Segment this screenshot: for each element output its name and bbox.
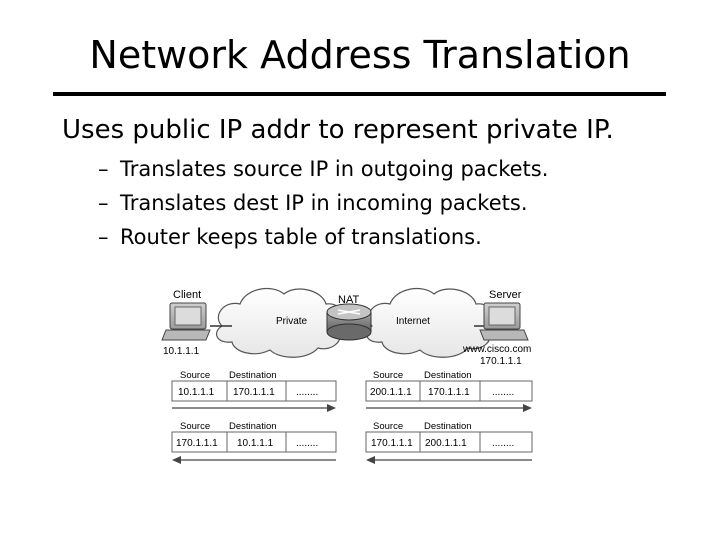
packet-destination-value: 170.1.1.1	[428, 387, 470, 398]
packet-destination-value: 170.1.1.1	[233, 387, 275, 398]
nat-router-icon	[326, 303, 372, 341]
packet-source-value: 170.1.1.1	[176, 438, 218, 449]
main-bullet: Uses public IP addr to represent private…	[62, 115, 614, 145]
sub-bullet-list: –Translates source IP in outgoing packet…	[98, 152, 548, 254]
sub-bullet-text: Translates source IP in outgoing packets…	[120, 157, 549, 181]
packet-in-public: Source Destination 170.1.1.1 200.1.1.1 .…	[365, 421, 533, 464]
packet-header-source: Source	[373, 421, 403, 432]
packet-destination-value: 10.1.1.1	[237, 438, 274, 449]
packet-header-destination: Destination	[229, 421, 277, 432]
title-divider	[53, 92, 666, 96]
arrow-right-icon	[327, 404, 336, 412]
packet-source-value: 170.1.1.1	[371, 438, 413, 449]
server-computer-icon	[479, 302, 529, 341]
server-host-label: www.cisco.com	[462, 344, 531, 355]
client-computer-icon	[161, 302, 211, 341]
sub-bullet-item: –Translates source IP in outgoing packet…	[98, 152, 548, 186]
arrow-right-icon	[523, 404, 532, 412]
private-label: Private	[276, 316, 308, 327]
packet-destination-value: 200.1.1.1	[425, 438, 467, 449]
dash-marker: –	[98, 225, 109, 249]
packet-header-destination: Destination	[424, 421, 472, 432]
sub-bullet-item: –Router keeps table of translations.	[98, 220, 548, 254]
packet-header-destination: Destination	[229, 370, 277, 381]
dash-marker: –	[98, 191, 109, 215]
packet-payload-value: ........	[492, 438, 514, 449]
arrow-left-icon	[172, 456, 181, 464]
arrow-left-icon	[366, 456, 375, 464]
packet-header-destination: Destination	[424, 370, 472, 381]
packet-payload-value: ........	[296, 438, 318, 449]
slide-title: Network Address Translation	[89, 33, 631, 77]
packet-header-source: Source	[373, 370, 403, 381]
packet-out-private: Source Destination 10.1.1.1 170.1.1.1 ..…	[171, 370, 337, 412]
sub-bullet-text: Router keeps table of translations.	[120, 225, 482, 249]
dash-marker: –	[98, 157, 109, 181]
server-label: Server	[489, 289, 522, 301]
internet-label: Internet	[396, 316, 430, 327]
packet-payload-value: ........	[296, 387, 318, 398]
nat-label: NAT	[338, 294, 359, 306]
packet-payload-value: ........	[492, 387, 514, 398]
packet-header-source: Source	[180, 370, 210, 381]
client-ip-label: 10.1.1.1	[163, 346, 200, 357]
packet-source-value: 10.1.1.1	[178, 387, 215, 398]
server-ip-label: 170.1.1.1	[480, 356, 522, 367]
client-label: Client	[173, 289, 201, 301]
sub-bullet-text: Translates dest IP in incoming packets.	[120, 191, 528, 215]
packet-in-private: Source Destination 170.1.1.1 10.1.1.1 ..…	[171, 421, 337, 464]
packet-out-public: Source Destination 200.1.1.1 170.1.1.1 .…	[365, 370, 533, 412]
packet-header-source: Source	[180, 421, 210, 432]
sub-bullet-item: –Translates dest IP in incoming packets.	[98, 186, 548, 220]
packet-source-value: 200.1.1.1	[370, 387, 412, 398]
